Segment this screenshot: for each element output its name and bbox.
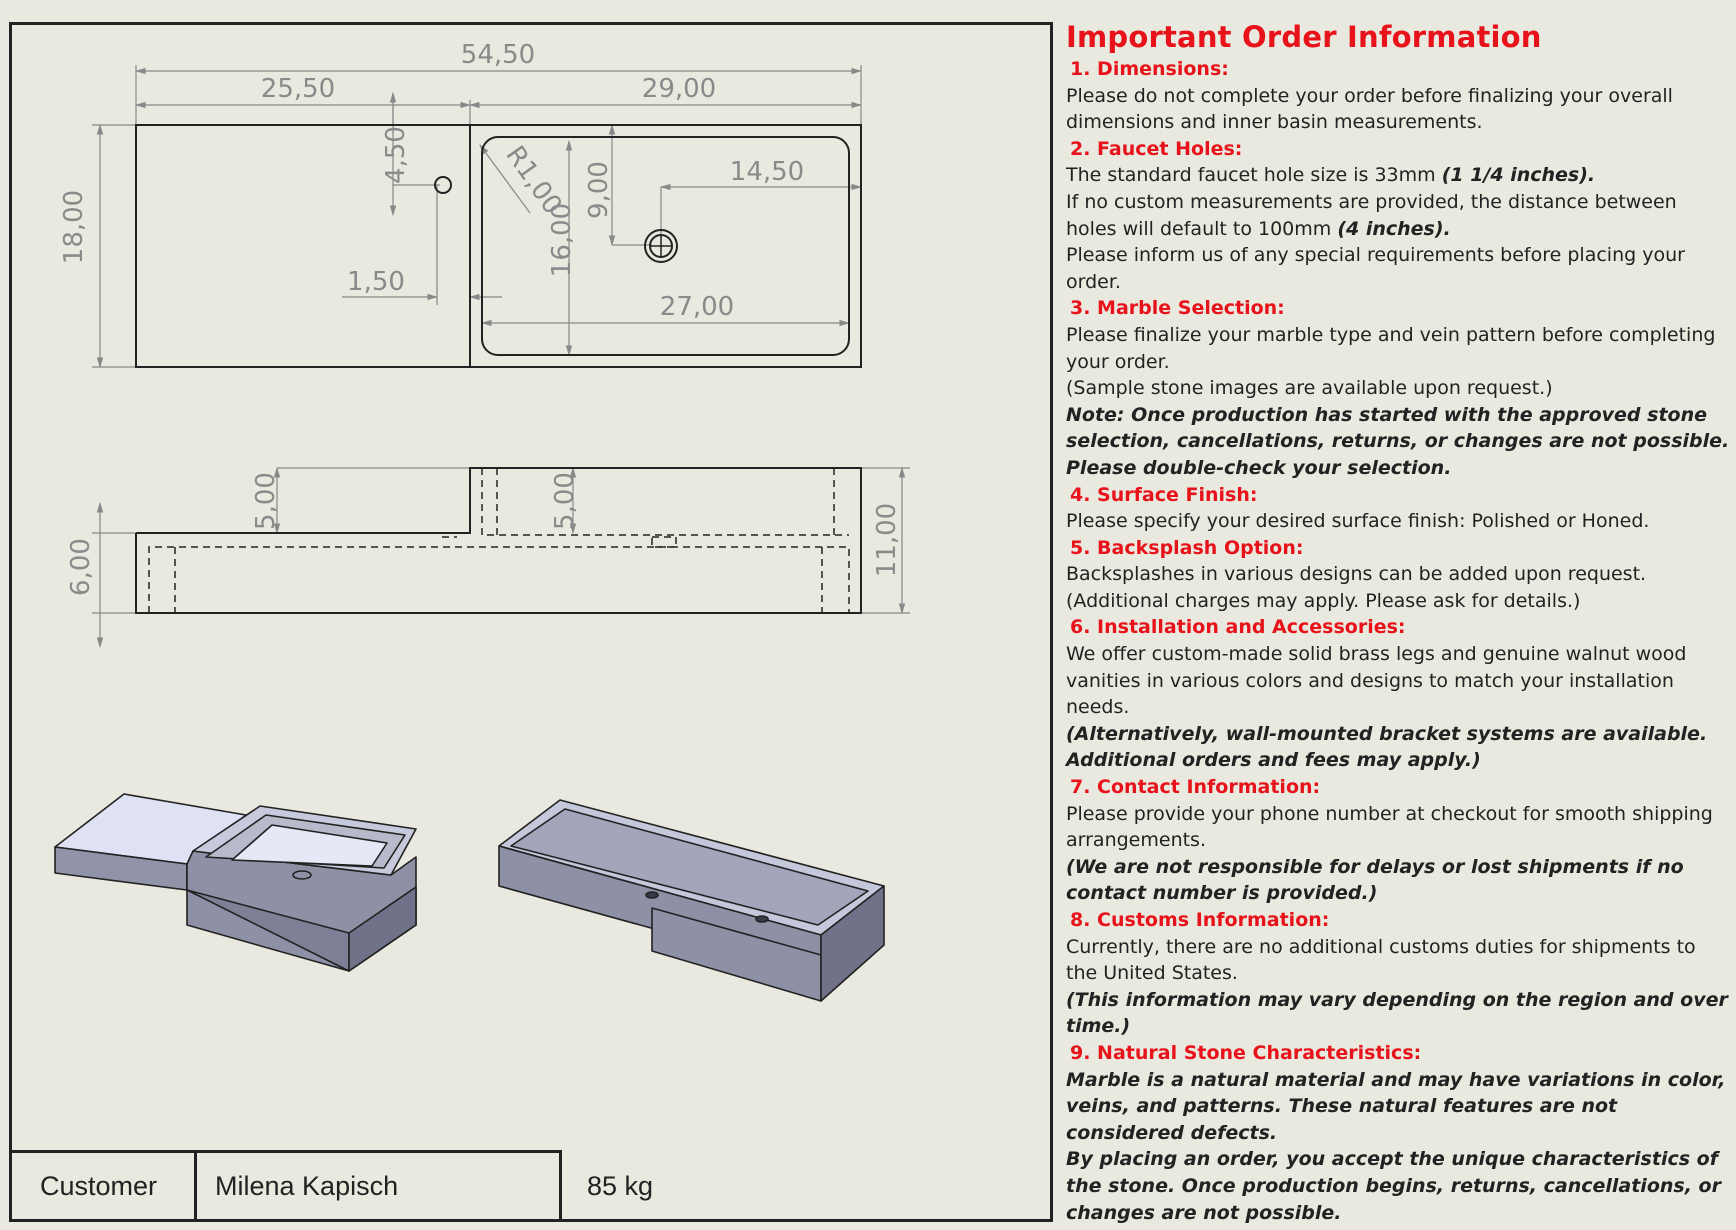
dim-hole-offset-y: 4,50 <box>381 126 411 184</box>
product-weight: 85 kg <box>587 1170 654 1201</box>
dim-inner-length: 27,00 <box>660 292 734 322</box>
dim-drain-offset-x: 14,50 <box>730 157 804 187</box>
info-title: Important Order Information <box>1066 20 1542 54</box>
section-text: The standard faucet hole size is 33mm (1… <box>1066 162 1731 189</box>
section-marble-selection: 3. Marble Selection: Please finalize you… <box>1066 295 1731 481</box>
customer-name: Milena Kapisch <box>197 1153 562 1219</box>
hole-distance-text: If no custom measurements are provided, … <box>1066 190 1677 240</box>
section-heading: 9. Natural Stone Characteristics: <box>1070 1041 1422 1064</box>
section-text: Please provide your phone number at chec… <box>1066 802 1713 852</box>
section-text: (Additional charges may apply. Please as… <box>1066 589 1581 612</box>
dim-slab-thickness: 6,00 <box>66 538 96 596</box>
section-installation: 6. Installation and Accessories: We offe… <box>1066 614 1731 774</box>
dim-total-height: 11,00 <box>872 503 902 577</box>
dim-basin-wall-height: 5,00 <box>550 472 580 530</box>
section-text: Please specify your desired surface fini… <box>1066 510 1650 533</box>
section-text: Please finalize your marble type and vei… <box>1066 323 1716 373</box>
dim-left-wall-height: 5,00 <box>251 472 281 530</box>
title-block: Customer Milena Kapisch <box>12 1150 562 1219</box>
section-text: We offer custom-made solid brass legs an… <box>1066 643 1687 719</box>
drawing-sheet: 54,50 25,50 29,00 4,50 1,50 R1,00 9,00 1… <box>9 22 1053 1222</box>
technical-drawing: 54,50 25,50 29,00 4,50 1,50 R1,00 9,00 1… <box>54 40 910 1002</box>
section-heading: 3. Marble Selection: <box>1070 297 1285 320</box>
order-information-panel: Important Order Information 1. Dimension… <box>1066 20 1731 1226</box>
section-heading: 8. Customs Information: <box>1070 909 1330 931</box>
dim-basin-section: 29,00 <box>642 74 716 104</box>
section-text: If no custom measurements are provided, … <box>1066 189 1731 242</box>
section-dimensions: 1. Dimensions: Please do not complete yo… <box>1066 56 1731 136</box>
hole-distance-inches: (4 inches). <box>1337 217 1451 240</box>
section-heading: 5. Backsplash Option: <box>1070 536 1304 559</box>
section-heading: 7. Contact Information: <box>1070 776 1321 799</box>
section-customs: 8. Customs Information: Currently, there… <box>1066 907 1731 1040</box>
section-heading: 2. Faucet Holes: <box>1070 137 1243 160</box>
section-note: By placing an order, you accept the uniq… <box>1066 1148 1721 1224</box>
section-text: Currently, there are no additional custo… <box>1066 935 1696 985</box>
section-surface-finish: 4. Surface Finish: Please specify your d… <box>1066 482 1731 535</box>
section-text: Please inform us of any special requirem… <box>1066 244 1685 293</box>
dim-overall-length: 54,50 <box>461 40 535 70</box>
dim-inner-width: 16,00 <box>547 203 577 277</box>
customer-label: Customer <box>12 1153 197 1219</box>
dim-left-length: 25,50 <box>261 74 335 104</box>
section-note: Marble is a natural material and may hav… <box>1066 1068 1726 1144</box>
section-note: Note: Once production has started with t… <box>1066 403 1730 479</box>
section-faucet-holes: 2. Faucet Holes: The standard faucet hol… <box>1066 136 1731 296</box>
section-heading: 6. Installation and Accessories: <box>1070 616 1406 639</box>
faucet-size-inches: (1 1/4 inches). <box>1441 164 1596 187</box>
section-contact: 7. Contact Information: Please provide y… <box>1066 774 1731 907</box>
section-note: (This information may vary depending on … <box>1066 988 1728 1038</box>
section-heading: 1. Dimensions: <box>1070 58 1229 80</box>
section-note: (Alternatively, wall-mounted bracket sys… <box>1066 722 1708 772</box>
section-text: Please do not complete your order before… <box>1066 84 1673 134</box>
faucet-size-text: The standard faucet hole size is 33mm <box>1066 164 1442 187</box>
section-text: (Sample stone images are available upon … <box>1066 377 1553 400</box>
section-natural-stone: 9. Natural Stone Characteristics: Marble… <box>1066 1040 1731 1226</box>
section-note: (We are not responsible for delays or lo… <box>1066 855 1684 905</box>
section-text: Backsplashes in various designs can be a… <box>1066 563 1647 586</box>
dim-overall-width: 18,00 <box>59 190 89 264</box>
section-heading: 4. Surface Finish: <box>1070 483 1258 506</box>
section-backsplash: 5. Backsplash Option: Backsplashes in va… <box>1066 535 1731 615</box>
dim-hole-offset-x: 1,50 <box>347 267 405 297</box>
dim-drain-offset-y: 9,00 <box>584 161 614 219</box>
